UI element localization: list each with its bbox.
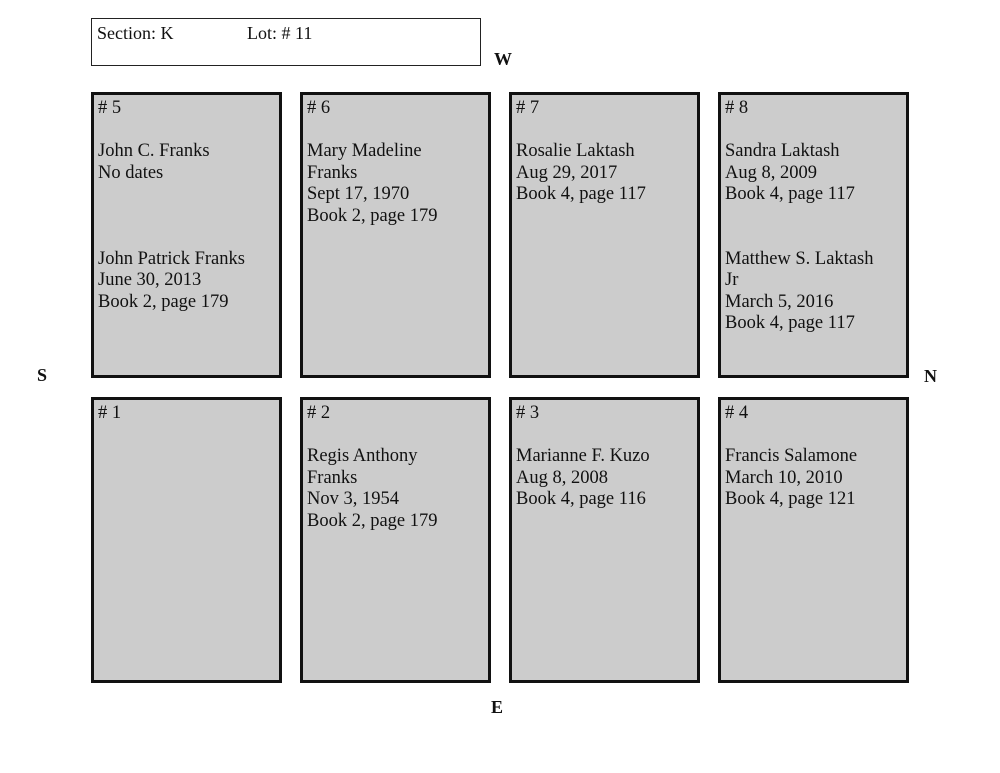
plot-text-line: Book 2, page 179 — [98, 291, 229, 312]
plot-text-line: Marianne F. Kuzo — [516, 446, 650, 466]
plot-text-line: March 5, 2016 — [725, 291, 834, 312]
plot-text-line: Matthew S. Laktash — [725, 248, 874, 269]
plot-number: # 8 — [725, 98, 749, 118]
compass-south: S — [37, 365, 48, 385]
plot-text-line: Franks — [307, 162, 358, 183]
plot-text-line — [725, 227, 906, 249]
lot-label: Lot: # 11 — [247, 23, 313, 43]
plot-1: # 1 — [91, 397, 282, 683]
plot-text-line — [516, 425, 697, 447]
plot-text-line: Sandra Laktash — [725, 141, 840, 161]
plot-text-line: Regis Anthony — [307, 446, 418, 466]
plot-text-line — [98, 120, 279, 142]
plot-number: # 5 — [98, 98, 122, 118]
plot-text-line — [725, 206, 906, 228]
plot-text-line — [725, 425, 906, 447]
plot-text-line: Book 2, page 179 — [307, 510, 438, 531]
plot-text-line: Sept 17, 1970 — [307, 184, 410, 204]
plot-text-line: John C. Franks — [98, 141, 210, 161]
plot-text-line: Rosalie Laktash — [516, 141, 635, 161]
plot-text-line: Francis Salamone — [725, 446, 858, 466]
plot-number: # 6 — [307, 98, 331, 118]
plot-text-line: Aug 29, 2017 — [516, 162, 618, 183]
plot-text-line: No dates — [98, 162, 164, 183]
plot-text-line: Aug 8, 2008 — [516, 467, 608, 488]
section-lot-header: Section: K Lot: # 11 — [91, 18, 481, 66]
plot-text-line: Mary Madeline — [307, 141, 422, 161]
plot-number: # 7 — [516, 98, 540, 118]
plot-text-line — [98, 206, 279, 228]
plot-text-line: Jr — [725, 270, 739, 290]
plot-text-line — [725, 120, 906, 142]
plot-text-line: Aug 8, 2009 — [725, 162, 817, 183]
plot-text-line: Book 2, page 179 — [307, 205, 438, 226]
plot-number: # 1 — [98, 403, 122, 423]
plot-number: # 2 — [307, 403, 331, 423]
plot-text-line: March 10, 2010 — [725, 467, 843, 488]
plot-text-line — [307, 425, 488, 447]
plot-text-line: Book 4, page 116 — [516, 489, 646, 509]
plot-text-line — [98, 227, 279, 249]
plot-text-line: Franks — [307, 467, 358, 488]
section-label: Section: K — [97, 23, 174, 43]
compass-east: E — [491, 697, 504, 717]
plot-text-line: Book 4, page 117 — [516, 184, 646, 204]
plot-number: # 3 — [516, 403, 540, 423]
plot-text-line: Book 4, page 117 — [725, 184, 855, 204]
plot-number: # 4 — [725, 403, 749, 423]
plot-text-line — [307, 120, 488, 142]
compass-north: N — [924, 366, 937, 386]
plot-text-line — [516, 120, 697, 142]
plot-text-line: Book 4, page 117 — [725, 313, 855, 333]
compass-west: W — [494, 49, 512, 69]
plot-text-line: June 30, 2013 — [98, 270, 202, 290]
plot-text-line: Book 4, page 121 — [725, 489, 856, 509]
plot-text-line — [98, 184, 279, 206]
plot-text-line: Nov 3, 1954 — [307, 489, 399, 509]
plot-text-line: John Patrick Franks — [98, 248, 245, 269]
